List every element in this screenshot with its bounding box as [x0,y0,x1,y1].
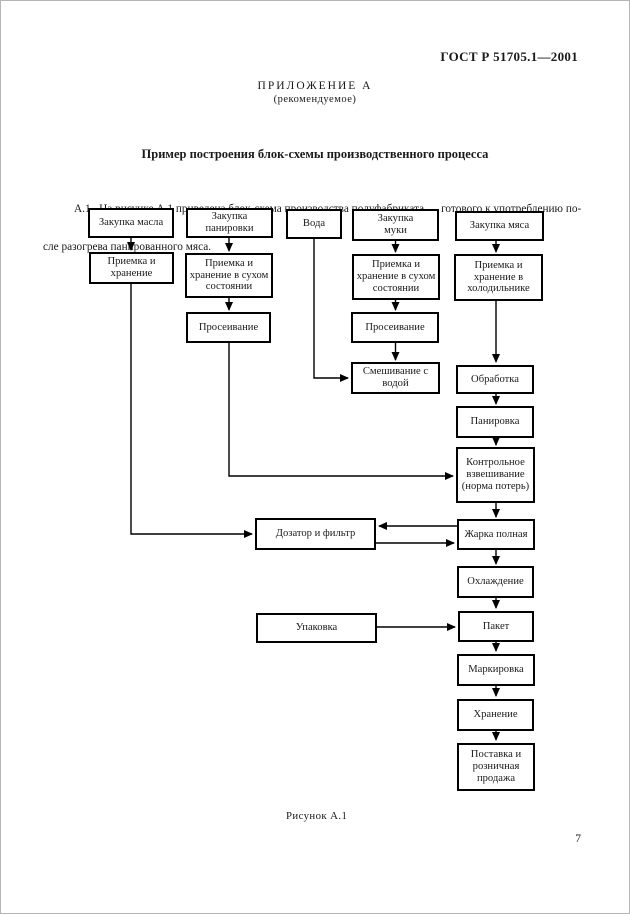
node-ohlazhdenie: Охлаждение [457,566,534,598]
node-zakupka-masla: Закупка масла [88,208,174,238]
node-priemka-i-hranenie: Приемка и хранение [89,252,174,284]
connector-voda-smeshivanie [313,239,349,382]
connector-proseivanie-kontrolnoe [228,343,454,480]
standard-reference: ГОСТ Р 51705.1—2001 [440,49,578,64]
node-zakupka-panirovki: Закупка панировки [186,208,273,238]
node-postavka: Поставка и розничная продажа [457,743,535,791]
node-priemka-suhoe-panirovka: Приемка и хранение в сухом состоянии [185,253,273,298]
node-panirovka: Панировка [456,406,534,438]
node-proseivanie-muka: Просеивание [351,312,439,343]
node-dozator-i-filtr: Дозатор и фильтр [255,518,376,550]
node-proseivanie-panirovka: Просеивание [186,312,271,343]
node-zharka-polnaya: Жарка полная [457,519,535,550]
page-number: 7 [575,833,581,845]
connector-priemka-dozator [130,284,253,538]
figure-caption: Рисунок А.1 [286,810,348,822]
node-priemka-holodilnik: Приемка и хранение в холодильнике [454,254,543,301]
node-paket: Пакет [458,611,534,642]
appendix-note: (рекомендуемое) [273,94,357,105]
node-hranenie: Хранение [457,699,534,731]
appendix-title: ПРИЛОЖЕНИЕ А [257,80,373,92]
section-title: Пример построения блок-схемы производств… [141,147,489,161]
node-kontrolnoe-vzveshivanie: Контрольное взвешивание (норма потерь) [456,447,535,503]
node-voda: Вода [286,209,342,239]
node-smeshivanie-s-vodoj: Смешивание с водой [351,362,440,394]
node-zakupka-myasa: Закупка мяса [455,211,544,241]
node-markirovka: Маркировка [457,654,535,686]
node-priemka-suhoe-muka: Приемка и хранение в сухом состоянии [352,254,440,300]
node-obrabotka: Обработка [456,365,534,394]
node-upakovka: Упаковка [256,613,377,643]
node-zakupka-muki: Закупка муки [352,209,439,241]
